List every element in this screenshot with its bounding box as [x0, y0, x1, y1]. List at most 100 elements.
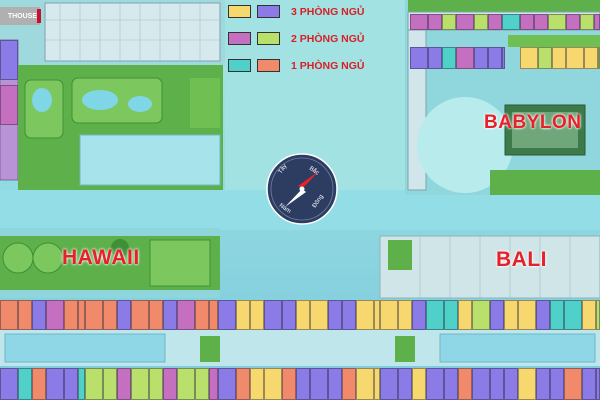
apartment-unit	[149, 300, 163, 330]
apartment-unit	[474, 47, 488, 69]
apartment-unit	[488, 14, 502, 30]
apartment-unit	[342, 368, 356, 400]
apartment-unit	[538, 47, 552, 69]
apartment-unit	[582, 368, 596, 400]
pool	[79, 134, 221, 186]
apartment-unit	[46, 368, 64, 400]
compass-center	[299, 186, 305, 192]
apartment-unit	[296, 368, 310, 400]
apartment-unit	[264, 368, 282, 400]
apartment-unit	[550, 368, 564, 400]
bali-grid	[419, 236, 571, 298]
apartment-unit	[296, 300, 310, 330]
legend-2br-swatch-1	[228, 32, 251, 45]
compass-needle-north	[298, 171, 319, 189]
apartment-unit	[163, 300, 177, 330]
apartment-unit	[374, 300, 380, 330]
apartment-unit	[380, 300, 398, 330]
bali-podium	[379, 235, 600, 299]
bali-green	[388, 240, 412, 270]
apartment-unit	[103, 368, 117, 400]
apartment-unit	[428, 47, 442, 69]
apartment-unit	[264, 300, 282, 330]
hawaii-tree-cluster	[111, 239, 129, 257]
apartment-unit	[32, 368, 46, 400]
top-left-building	[44, 2, 221, 62]
zone-label-babylon: BABYLON	[484, 112, 582, 133]
apartment-unit	[564, 368, 582, 400]
apartment-unit	[534, 14, 548, 30]
apartment-unit	[580, 14, 594, 30]
apartment-unit	[474, 14, 488, 30]
apartment-unit	[64, 368, 78, 400]
apartment-unit	[209, 368, 218, 400]
legend-2br-label: 2 PHÒNG NGỦ	[291, 33, 365, 45]
apartment-unit	[504, 300, 518, 330]
apartment-unit	[552, 47, 566, 69]
apartment-unit	[426, 300, 444, 330]
corridor-green-2	[395, 336, 415, 362]
compass-ring	[270, 157, 334, 221]
apartment-unit	[550, 300, 564, 330]
compass-needle-south	[285, 189, 306, 207]
apartment-unit	[566, 47, 584, 69]
apartment-unit	[410, 47, 428, 69]
brand-logo-mark	[37, 9, 41, 23]
apartment-unit	[78, 300, 85, 330]
babylon-pool-inner	[512, 112, 578, 148]
apartment-unit	[209, 300, 218, 330]
apartment-unit	[0, 40, 18, 80]
apartment-unit	[520, 14, 534, 30]
legend-3br-swatch-1	[228, 5, 251, 18]
apartment-unit	[502, 47, 505, 69]
apartment-unit	[195, 300, 209, 330]
apartment-unit	[250, 368, 264, 400]
compass-west-label: Tây	[278, 164, 289, 176]
apartment-unit	[342, 300, 356, 330]
apartment-unit	[458, 368, 472, 400]
apartment-unit	[218, 368, 236, 400]
apartment-unit	[456, 14, 474, 30]
apartment-unit	[46, 300, 64, 330]
apartment-unit	[582, 300, 596, 330]
apartment-unit	[472, 368, 490, 400]
apartment-unit	[412, 368, 426, 400]
apartment-unit	[548, 14, 566, 30]
apartment-unit	[596, 300, 600, 330]
lower-pool-right	[439, 333, 596, 363]
apartment-unit	[356, 368, 374, 400]
hawaii-round-lawn-2	[32, 242, 64, 274]
pond-1	[82, 90, 118, 110]
apartment-unit	[488, 47, 502, 69]
babylon-green-strip	[508, 35, 600, 47]
apartment-unit	[117, 300, 131, 330]
apartment-unit	[78, 368, 85, 400]
apartment-unit	[458, 300, 472, 330]
compass: Bắc Tây Nam Đông	[266, 153, 338, 225]
apartment-unit	[490, 368, 504, 400]
legend-3br-label: 3 PHÒNG NGỦ	[291, 6, 365, 18]
apartment-unit	[398, 300, 412, 330]
apartment-unit	[149, 368, 163, 400]
zone-label-bali: BALI	[496, 248, 547, 271]
legend-3br-swatch-2	[257, 5, 280, 18]
apartment-unit	[85, 368, 103, 400]
apartment-unit	[0, 85, 18, 125]
apartment-unit	[236, 368, 250, 400]
hawaii-lawn	[149, 239, 211, 287]
apartment-unit	[177, 368, 195, 400]
apartment-unit	[64, 300, 78, 330]
apartment-unit	[428, 14, 442, 30]
apartment-unit	[131, 368, 149, 400]
top-left-building-grid	[45, 3, 220, 61]
pond-3	[32, 88, 52, 112]
apartment-unit	[536, 368, 550, 400]
apartment-unit	[0, 368, 18, 400]
brand-logo: THOUSE	[0, 7, 40, 25]
apartment-unit	[356, 300, 374, 330]
apartment-unit	[518, 300, 536, 330]
apartment-unit	[18, 368, 32, 400]
apartment-unit	[195, 368, 209, 400]
apartment-unit	[328, 368, 342, 400]
